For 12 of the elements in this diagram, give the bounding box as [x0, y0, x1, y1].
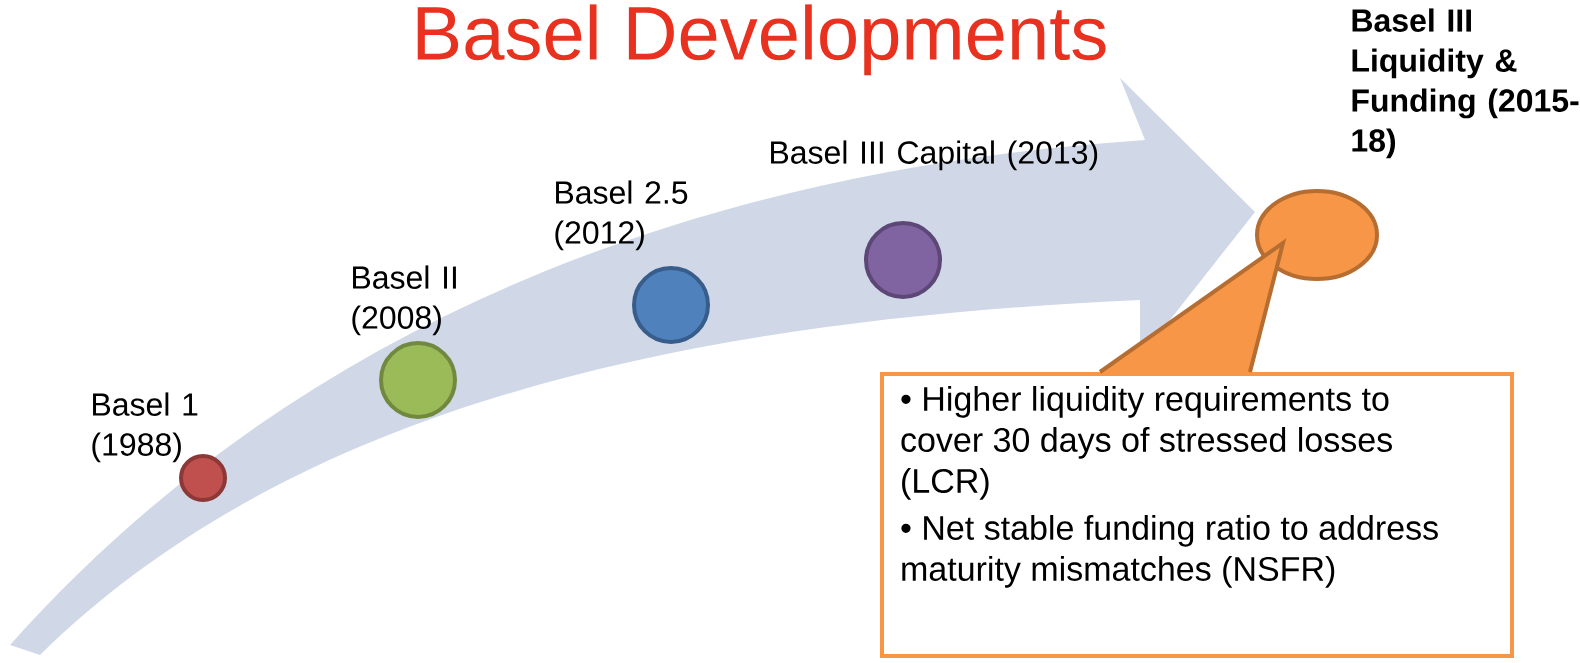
title: Basel Developments: [417, 4, 1106, 76]
milestone-circle: [179, 454, 227, 502]
milestone-label: Basel 1 (1988): [92, 392, 198, 463]
callout-box: • Higher liquidity requirements to cover 30 days of stressed losses (LCR) • Net stable funding ratio to address maturity mismatches (NSFR): [880, 238, 1514, 658]
milestone-circle: [1255, 189, 1379, 281]
milestone-circle: [379, 341, 457, 419]
milestone-circle: [632, 266, 710, 344]
milestone-circle: [864, 221, 942, 299]
milestone-label: Basel III Liquidity & Funding (2015-18): [1352, 8, 1579, 159]
milestone-label: Basel III Capital (2013): [771, 140, 1098, 171]
milestone-label: Basel II (2008): [352, 265, 456, 336]
milestone-label: Basel 2.5 (2012): [555, 180, 688, 251]
